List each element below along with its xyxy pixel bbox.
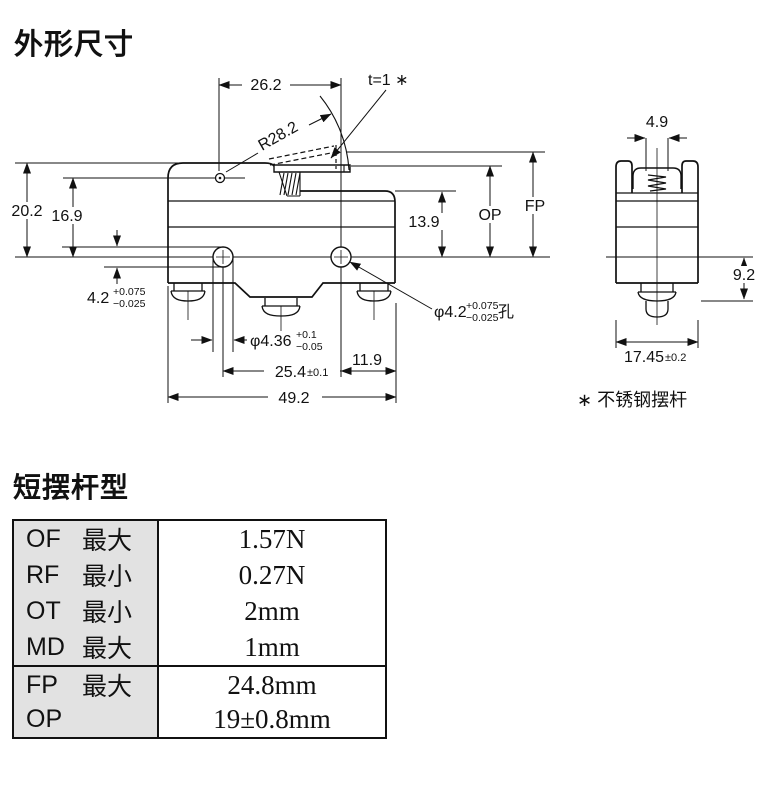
side-spring (647, 174, 667, 192)
dim-11-9: 11.9 (352, 352, 382, 369)
section-title: 短摆杆型 (13, 472, 130, 503)
spec-label-cell: RF 最小 (14, 557, 159, 593)
side-dimension-lines (615, 134, 748, 346)
drawing-footnote: ∗ 不锈钢摆杆 (577, 390, 687, 410)
spec-code: MD (26, 632, 65, 661)
table-row: OP 19±0.8mm (14, 702, 385, 737)
spec-table-group-position: FP 最大 24.8mm OP 19±0.8mm (14, 665, 385, 737)
spec-value-cell: 0.27N (238, 559, 306, 590)
side-terminal-screw (637, 283, 677, 318)
op-label: OP (478, 207, 501, 224)
spec-value-cell: 1mm (244, 631, 300, 662)
hole-callout-value: φ4.2 (434, 304, 467, 321)
dim-20-2: 20.2 (11, 203, 42, 220)
dim-26-2: 26.2 (250, 77, 281, 94)
side-extension-lines (606, 138, 753, 348)
hole-left-dia-value: 4.2 (87, 290, 109, 307)
lever-radius-label: R28.2 (256, 119, 302, 155)
table-row: MD 最大 1mm (14, 629, 385, 665)
front-view (6, 76, 552, 406)
hinge-lever (273, 164, 351, 173)
hole-436-value: φ4.36 (250, 333, 292, 350)
dim-4-9: 4.9 (646, 114, 668, 131)
side-body-outline (615, 160, 699, 284)
side-view (606, 134, 759, 348)
spec-code: OP (26, 705, 63, 733)
spec-condition: 最大 (82, 673, 133, 701)
spec-code: OF (26, 524, 61, 553)
spec-code: FP (26, 670, 58, 699)
side-body-seams (616, 192, 698, 228)
spec-code: OT (26, 596, 61, 625)
pivot-pin (214, 172, 226, 184)
page-title: 外形尺寸 (14, 29, 135, 61)
dim-17-45: 17.45 (624, 349, 664, 366)
spec-label-cell: OF 最大 (14, 521, 159, 557)
spec-code: RF (26, 560, 60, 589)
spec-condition: 最大 (82, 635, 133, 663)
hole-436-tol-plus: +0.1 (296, 329, 317, 341)
table-row: OF 最大 1.57N (14, 521, 385, 557)
dimension-drawing: 26.2 t=1 ∗ R28.2 20.2 16.9 4.2 +0.075 −0… (6, 72, 759, 410)
label-backgrounds (6, 76, 552, 406)
dim-25-4: 25.4 (275, 364, 306, 381)
spec-table: OF 最大 1.57N RF 最小 0.27N OT 最小 2mm (12, 519, 387, 739)
table-row: FP 最大 24.8mm (14, 667, 385, 703)
dim-9-2: 9.2 (733, 267, 755, 284)
spec-label-cell: MD 最大 (14, 629, 159, 665)
spec-condition: 最小 (82, 599, 133, 627)
switch-body-outline (167, 162, 396, 298)
mounting-holes (212, 246, 352, 268)
side-lever-saddle (632, 167, 682, 189)
label-background (729, 266, 759, 283)
hole-callout-tol-minus: −0.025 (466, 312, 499, 324)
hole-left-dia-tol-plus: +0.075 (113, 286, 146, 298)
table-row: OT 最小 2mm (14, 593, 385, 629)
dim-49-2: 49.2 (278, 390, 309, 407)
lever-travel-arc (319, 95, 350, 171)
hole-callout-tol-plus: +0.075 (466, 300, 499, 312)
spec-value-cell: 19±0.8mm (213, 704, 331, 734)
spec-label-cell: FP 最大 (14, 667, 159, 703)
spring (278, 171, 301, 197)
dim-25-4-tol: ±0.1 (307, 367, 328, 379)
fp-label: FP (525, 198, 545, 215)
dim-17-45-tol: ±0.2 (665, 352, 686, 364)
dim-16-9: 16.9 (51, 208, 82, 225)
front-extension-lines (15, 78, 550, 403)
spec-label-cell: OP (14, 702, 159, 737)
lever-thickness-label: t=1 ∗ (368, 72, 409, 89)
spec-condition: 最大 (82, 527, 133, 555)
spec-value-cell: 2mm (244, 595, 300, 626)
spec-value-cell: 1.57N (238, 523, 306, 554)
hole-callout-suffix: 孔 (498, 303, 514, 321)
spec-label-cell: OT 最小 (14, 593, 159, 629)
terminal-screws (170, 283, 392, 331)
switch-body-seams (168, 200, 395, 228)
hole-436-tol-minus: −0.05 (296, 341, 323, 353)
side-view-labels: 4.9 9.2 17.45 ±0.2 (624, 114, 755, 366)
table-row: RF 最小 0.27N (14, 557, 385, 593)
spec-condition: 最小 (82, 563, 133, 591)
dim-13-9: 13.9 (408, 214, 439, 231)
spec-table-group-travel: OF 最大 1.57N RF 最小 0.27N OT 最小 2mm (14, 521, 385, 665)
hole-left-dia-tol-minus: −0.025 (113, 298, 146, 310)
spec-value-cell: 24.8mm (227, 669, 317, 700)
front-view-labels: 26.2 t=1 ∗ R28.2 20.2 16.9 4.2 +0.075 −0… (11, 72, 545, 407)
